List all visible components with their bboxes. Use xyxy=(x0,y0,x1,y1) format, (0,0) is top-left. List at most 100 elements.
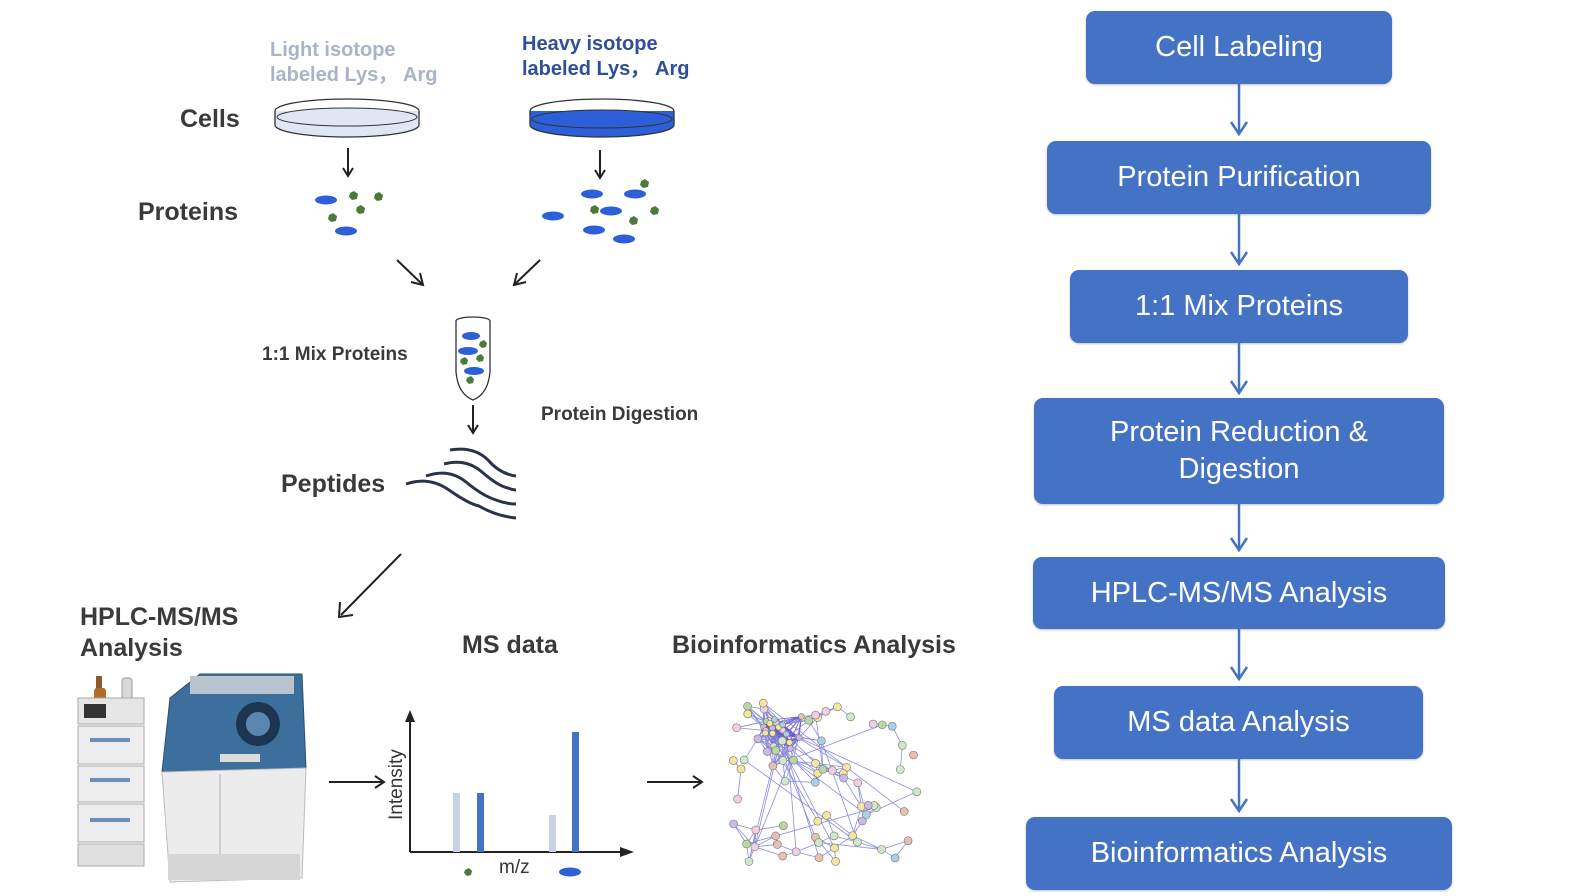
network-edge xyxy=(754,846,783,857)
network-edge xyxy=(782,729,917,793)
mix-tube-icon xyxy=(455,316,491,401)
network-edge xyxy=(785,780,816,783)
light-isotope-label: Light isotope labeled Lys， Arg xyxy=(270,38,437,88)
heavy-isotope-line-1: Heavy isotope xyxy=(522,33,658,55)
network-node xyxy=(789,755,798,765)
network-node xyxy=(777,736,787,746)
network-edge xyxy=(773,745,867,815)
network-node xyxy=(732,723,741,733)
network-node xyxy=(771,716,778,723)
network-node xyxy=(766,720,774,727)
arrow-light-to-mix xyxy=(396,259,425,287)
network-edge xyxy=(755,825,784,831)
network-node xyxy=(890,853,900,863)
flow-step-reduction-digestion: Protein Reduction & Digestion xyxy=(1034,398,1444,504)
network-node xyxy=(783,730,790,738)
network-edge xyxy=(772,736,799,767)
network-node xyxy=(750,842,760,852)
network-node xyxy=(814,853,824,863)
network-edge xyxy=(782,720,809,726)
network-edge xyxy=(772,742,790,767)
flow-step-label: 1:1 Mix Proteins xyxy=(1135,290,1343,322)
network-node xyxy=(798,713,805,720)
flow-step-label: Protein Reduction & Digestion xyxy=(1110,416,1368,485)
network-node xyxy=(744,857,754,866)
peak-light-2 xyxy=(549,815,556,852)
network-edge xyxy=(782,716,802,726)
peak-light-1 xyxy=(453,793,460,852)
flow-arrow-6 xyxy=(1229,759,1249,814)
network-node xyxy=(877,845,886,854)
network-node xyxy=(814,838,823,847)
network-node xyxy=(751,825,761,835)
network-edge xyxy=(793,759,816,783)
bioinformatics-label: Bioinformatics Analysis xyxy=(672,631,956,659)
network-node xyxy=(769,730,776,737)
flow-step-mix-proteins: 1:1 Mix Proteins xyxy=(1070,270,1408,343)
network-edge xyxy=(821,740,858,843)
network-node xyxy=(810,778,820,787)
protein-digestion-label: Protein Digestion xyxy=(541,404,699,425)
network-node xyxy=(903,836,913,845)
mz-blue-marker xyxy=(559,867,581,877)
network-node xyxy=(909,750,918,760)
ms-spectrum-chart: Intensity m/z xyxy=(386,710,634,878)
arrow-peptides-to-hplc xyxy=(337,553,402,619)
network-edge xyxy=(789,716,802,743)
network-node xyxy=(846,712,855,722)
heavy-petri-dish xyxy=(529,98,675,138)
network-node xyxy=(858,816,867,826)
peptides-icon xyxy=(405,447,517,520)
network-edge xyxy=(790,748,818,774)
network-node xyxy=(778,756,788,765)
network-edge xyxy=(818,842,882,850)
heavy-isotope-label: Heavy isotope labeled Lys， Arg xyxy=(522,32,689,82)
arrow-light-dish-down xyxy=(342,148,354,178)
light-isotope-line-1: Light isotope xyxy=(270,39,396,61)
network-node xyxy=(839,773,848,783)
network-node xyxy=(899,807,909,816)
network-edge xyxy=(798,717,818,738)
network-node xyxy=(833,702,842,712)
network-edge xyxy=(737,768,742,800)
network-node xyxy=(768,761,778,771)
flow-step-hplc-analysis: HPLC-MS/MS Analysis xyxy=(1033,557,1445,629)
network-node xyxy=(811,759,820,768)
network-node xyxy=(848,831,857,841)
peak-heavy-1 xyxy=(477,793,484,852)
network-node xyxy=(821,707,831,716)
network-node xyxy=(791,847,801,857)
network-node xyxy=(795,734,803,741)
network-edge xyxy=(881,840,909,850)
flow-step-label: Protein Purification xyxy=(1117,161,1361,193)
network-edge xyxy=(736,727,766,731)
network-node xyxy=(828,766,837,775)
network-node xyxy=(822,811,831,820)
flow-step-ms-data-analysis: MS data Analysis xyxy=(1054,686,1423,759)
network-node xyxy=(829,831,839,841)
network-node xyxy=(853,778,863,788)
network-node xyxy=(733,794,742,804)
intensity-axis-label: Intensity xyxy=(386,749,407,820)
peak-heavy-2 xyxy=(572,732,579,852)
network-node xyxy=(736,764,746,774)
network-node xyxy=(804,716,813,725)
network-node xyxy=(780,776,790,786)
arrow-heavy-dish-down xyxy=(594,150,606,180)
flow-step-label: HPLC-MS/MS Analysis xyxy=(1090,576,1388,609)
arrow-msdata-to-bioinformatics xyxy=(647,775,704,789)
light-proteins-icon xyxy=(315,191,383,236)
proteins-label: Proteins xyxy=(138,198,239,226)
chart-y-axis xyxy=(405,710,415,852)
network-node xyxy=(887,721,897,731)
network-node xyxy=(739,755,749,765)
flow-step-label: Bioinformatics Analysis xyxy=(1090,837,1388,869)
network-node xyxy=(742,839,751,849)
network-node xyxy=(831,857,840,866)
network-node xyxy=(753,734,763,744)
arrow-tube-down xyxy=(467,405,479,435)
heavy-proteins-icon xyxy=(542,179,659,244)
flow-arrow-5 xyxy=(1229,629,1249,682)
arrow-heavy-to-mix xyxy=(512,259,541,287)
network-edge xyxy=(733,823,756,848)
